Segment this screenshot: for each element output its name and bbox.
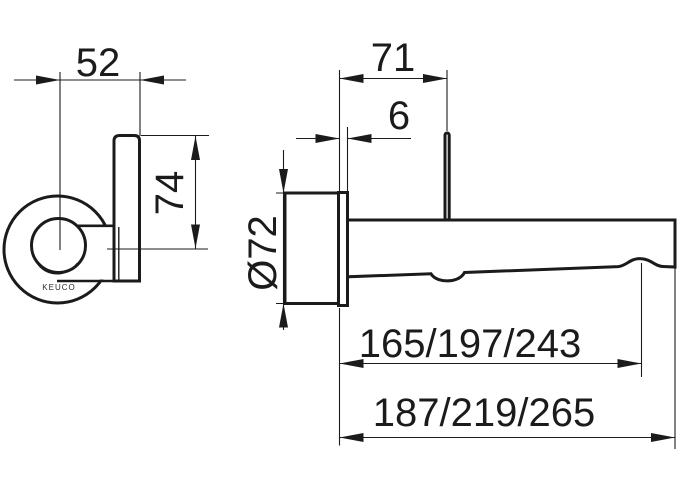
- dimension-total-reach: 187/219/265: [339, 268, 676, 449]
- handle-lever: [112, 134, 141, 283]
- arrowhead: [315, 134, 340, 143]
- dimension-diameter-72: Ø72: [241, 150, 341, 330]
- dim-label-outlet-reach: 165/197/243: [359, 322, 581, 366]
- spout-body: [346, 218, 677, 283]
- control-pin-handle: [443, 131, 451, 222]
- dimension-74: 74: [141, 134, 209, 249]
- arrowhead: [191, 136, 200, 160]
- dim-label-6: 6: [388, 94, 410, 138]
- dim-label-52: 52: [76, 41, 121, 85]
- arrowhead: [423, 74, 447, 83]
- brand-logo: KEUCO: [42, 283, 75, 292]
- valve-handle-side-view: KEUCO: [2, 72, 208, 305]
- spout-profile-view: [283, 131, 677, 307]
- dim-label-74: 74: [148, 171, 192, 216]
- arrowhead: [347, 134, 372, 143]
- arrowhead: [617, 359, 642, 368]
- arrowhead: [339, 433, 364, 442]
- arrowhead: [339, 359, 364, 368]
- dim-label-71: 71: [371, 36, 416, 80]
- arrowhead: [140, 75, 164, 85]
- dimension-6: 6: [296, 94, 411, 191]
- arrowhead: [651, 433, 675, 442]
- arrowhead: [191, 224, 200, 249]
- dimension-71: 71: [338, 36, 448, 191]
- dimension-52: 52: [14, 41, 186, 136]
- dimension-outlet-reach: 165/197/243: [338, 263, 643, 446]
- arrowhead: [279, 303, 288, 328]
- knob-face-arc: [32, 254, 78, 275]
- arrowhead: [279, 169, 288, 193]
- arrowhead: [339, 74, 364, 83]
- dim-label-total-reach: 187/219/265: [373, 391, 595, 435]
- handle-knob-circle: [30, 217, 87, 274]
- arrowhead: [36, 75, 60, 85]
- dim-label-diameter-72: Ø72: [241, 215, 285, 291]
- escutcheon-body: [283, 191, 340, 305]
